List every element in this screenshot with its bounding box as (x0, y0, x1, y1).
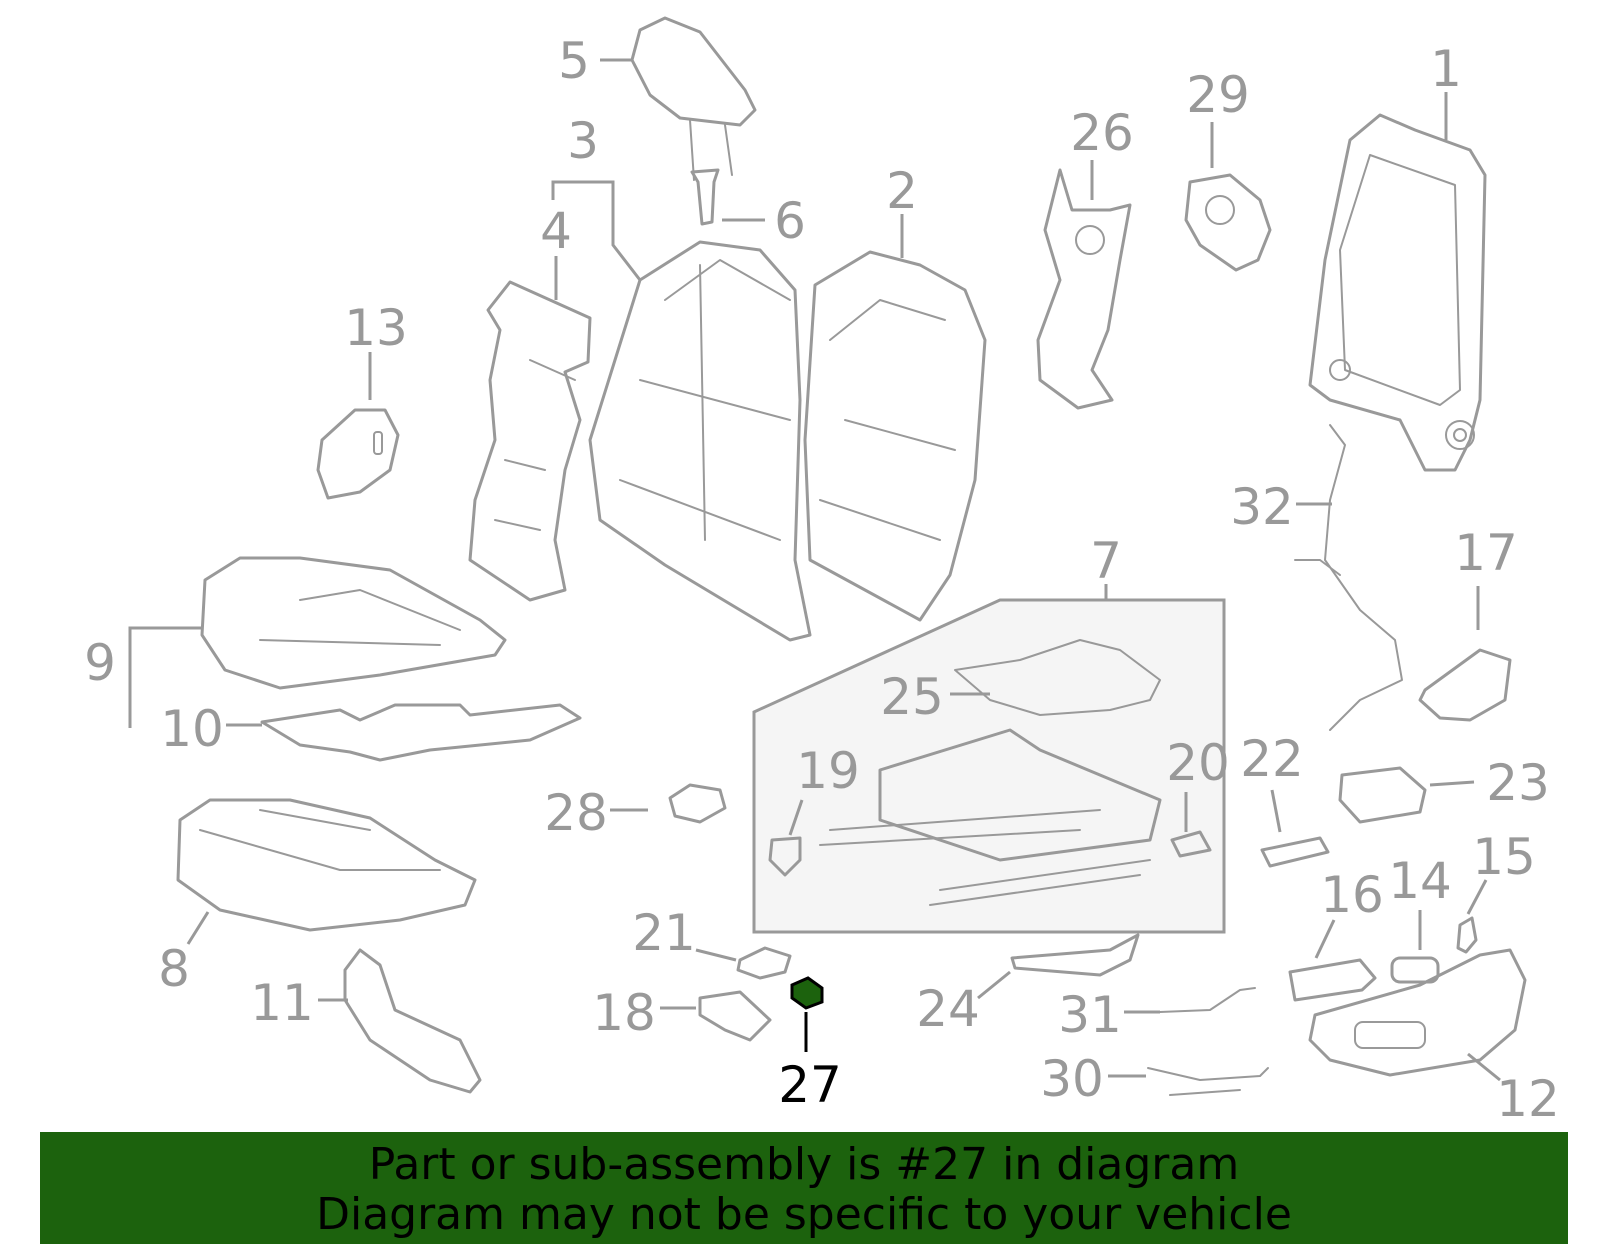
callout-11: 11 (250, 974, 314, 1032)
callout-27: 27 (778, 1056, 842, 1114)
callout-30: 30 (1040, 1050, 1104, 1108)
part-6-headrest-support (690, 168, 720, 226)
callout-21: 21 (632, 904, 696, 962)
leader-9 (128, 626, 202, 728)
leader-15 (1466, 879, 1488, 915)
leader-19 (788, 799, 804, 836)
part-27-highlighted (790, 976, 824, 1010)
callout-14: 14 (1388, 852, 1452, 910)
part-7-adjuster-box (752, 598, 1226, 934)
callout-29: 29 (1186, 66, 1250, 124)
part-4-back-cushion (468, 280, 592, 602)
leader-24 (977, 970, 1011, 1000)
part-15-knob (1456, 916, 1478, 954)
callout-4: 4 (540, 202, 572, 260)
part-11-side-trim (343, 948, 482, 1094)
part-1-seatback-frame (1308, 113, 1487, 472)
part-21-bracket (736, 946, 792, 980)
callout-16: 16 (1320, 866, 1384, 924)
part-3-seatback-pad (588, 240, 812, 642)
part-10-cushion-heater (260, 703, 582, 762)
part-20-clip (1170, 830, 1212, 858)
part-5-headrest (630, 16, 757, 181)
leader-3 (551, 180, 642, 281)
callout-1: 1 (1430, 40, 1462, 98)
callout-5: 5 (558, 32, 590, 90)
part-19-clip (768, 836, 802, 877)
callout-19: 19 (796, 742, 860, 800)
part-26-side-panel (1036, 168, 1132, 410)
part-22-cover (1260, 836, 1330, 868)
part-14-knob (1390, 956, 1440, 984)
part-30-harness (1147, 1067, 1269, 1096)
callout-18: 18 (592, 984, 656, 1042)
callout-9: 9 (84, 634, 116, 692)
banner-line-2: Diagram may not be specific to your vehi… (316, 1189, 1292, 1240)
callout-7: 7 (1090, 532, 1122, 590)
leader-12 (1467, 1052, 1501, 1082)
leader-16 (1314, 919, 1336, 959)
part-31-harness (1159, 987, 1256, 1013)
callout-3: 3 (567, 112, 599, 170)
part-29-airbag (1184, 173, 1272, 272)
leader-8 (186, 911, 210, 945)
callout-31: 31 (1058, 986, 1122, 1044)
callout-26: 26 (1070, 104, 1134, 162)
part-8-cushion-pad (176, 798, 477, 932)
leader-23 (1429, 780, 1475, 787)
info-banner: Part or sub-assembly is #27 in diagram D… (40, 1132, 1568, 1244)
callout-25: 25 (880, 668, 944, 726)
callout-10: 10 (160, 700, 224, 758)
callout-20: 20 (1166, 734, 1230, 792)
part-9-cushion-cover (200, 556, 507, 690)
callout-15: 15 (1472, 828, 1536, 886)
callout-12: 12 (1496, 1070, 1560, 1128)
part-2-seatback-cover (803, 250, 987, 622)
part-24-rail-cover (1010, 933, 1140, 977)
callout-24: 24 (916, 980, 980, 1038)
part-17-bracket (1418, 648, 1512, 722)
callout-32: 32 (1230, 478, 1294, 536)
part-13-recliner-cover (316, 408, 400, 500)
leader-21 (695, 948, 737, 962)
part-32-wire-harness (1294, 424, 1403, 731)
banner-line-1: Part or sub-assembly is #27 in diagram (368, 1139, 1240, 1190)
part-12-side-shield (1308, 948, 1527, 1077)
part-16-switch (1288, 958, 1377, 1002)
part-28-bracket (668, 783, 727, 824)
callout-13: 13 (344, 299, 408, 357)
part-23-bracket (1338, 766, 1427, 824)
callout-2: 2 (886, 162, 918, 220)
callout-23: 23 (1486, 754, 1550, 812)
part-18-bracket (698, 990, 772, 1042)
callout-8: 8 (158, 940, 190, 998)
leader-22 (1270, 789, 1282, 833)
callout-17: 17 (1454, 524, 1518, 582)
part-25-lumbar (954, 639, 1161, 716)
callout-6: 6 (774, 192, 806, 250)
callout-28: 28 (544, 784, 608, 842)
callout-22: 22 (1240, 730, 1304, 788)
